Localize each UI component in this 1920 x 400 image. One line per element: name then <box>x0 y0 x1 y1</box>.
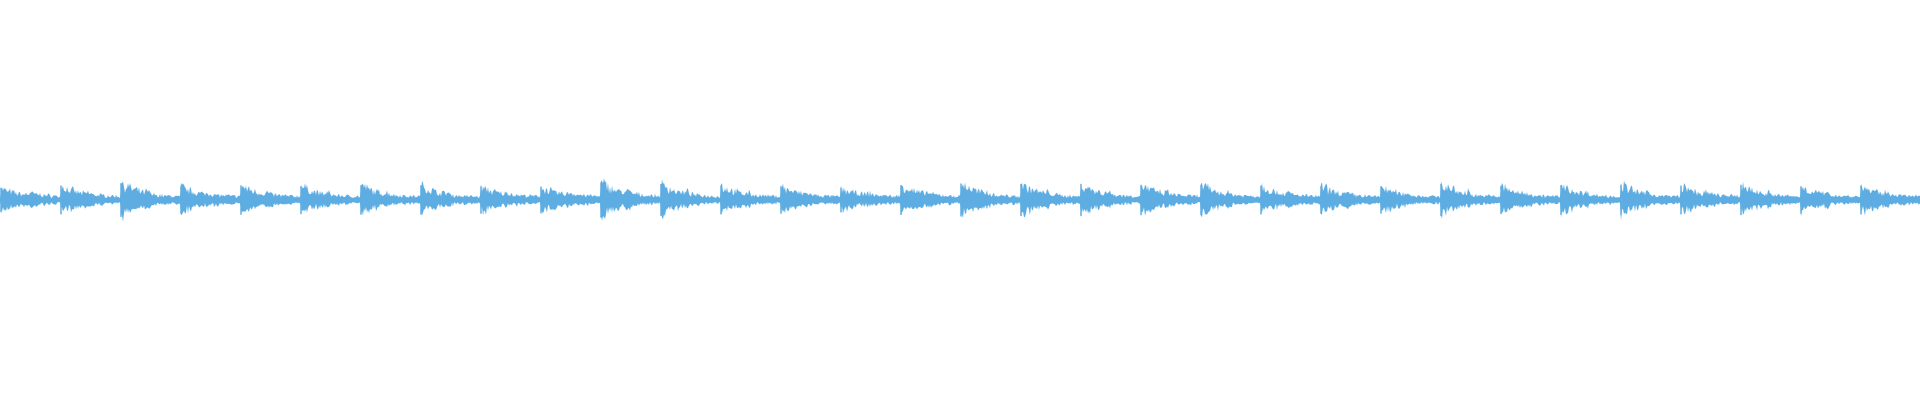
waveform-path <box>0 178 1920 222</box>
waveform-bars <box>0 178 1920 222</box>
